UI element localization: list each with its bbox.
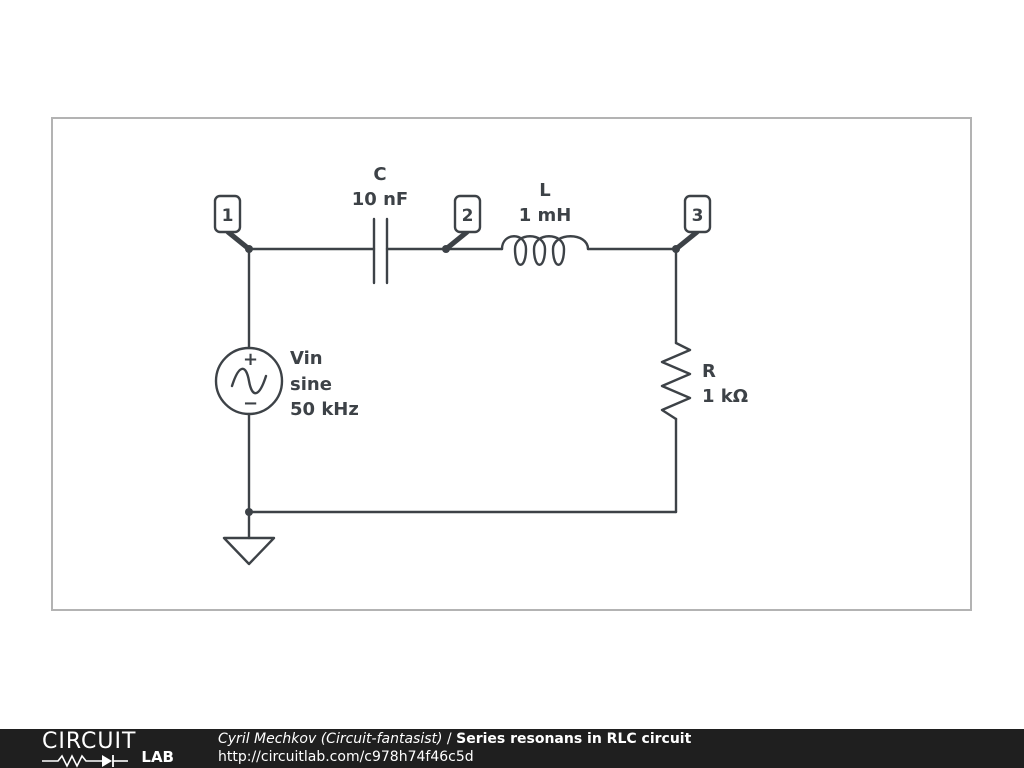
footer-title[interactable]: Series resonans in RLC circuit [456,731,692,747]
capacitor-value: 10 nF [352,189,408,210]
node-label-2: 2 [462,206,474,226]
schematic: + − 1 2 3 C 10 nF L 1 mH R 1 kΩ [51,117,972,611]
logo-text-lab: LAB [141,748,174,766]
footer-credit: Cyril Mechkov (Circuit-fantasist) / Seri… [218,731,691,748]
source-name: Vin [290,348,323,369]
source-plus-sign: + [243,349,258,370]
source-frequency: 50 kHz [290,399,359,420]
inductor-name: L [539,180,550,201]
schematic-frame [51,117,972,611]
node-flag-3[interactable]: 3 [673,194,712,252]
resistor-value: 1 kΩ [702,386,748,407]
inductor-symbol [500,235,590,266]
inductor-value: 1 mH [519,205,572,226]
capacitor-name: C [373,164,386,185]
logo-resistor-diode-icon [42,754,128,768]
node-label-1: 1 [222,206,234,226]
capacitor-symbol [372,217,389,285]
footer-url[interactable]: http://circuitlab.com/c978h74f46c5d [218,749,474,765]
footer-author[interactable]: Cyril Mechkov (Circuit-fantasist) [218,731,443,747]
node-flag-2[interactable]: 2 [443,194,482,252]
source-minus-sign: − [243,393,258,414]
ground-symbol [222,536,276,566]
voltage-source-symbol [214,346,284,416]
footer-bar: CIRCUIT LAB Cyril Mechkov (Circuit-fanta… [0,729,1024,768]
footer-separator: / [442,731,457,747]
node-flag-1[interactable]: 1 [213,194,252,252]
resistor-symbol [660,341,692,421]
junction-ground [245,508,253,516]
logo-text-circuit: CIRCUIT [42,729,137,754]
node-label-3: 3 [692,206,704,226]
source-type: sine [290,374,332,395]
resistor-name: R [702,361,716,382]
circuitlab-logo[interactable]: CIRCUIT LAB [42,729,182,768]
